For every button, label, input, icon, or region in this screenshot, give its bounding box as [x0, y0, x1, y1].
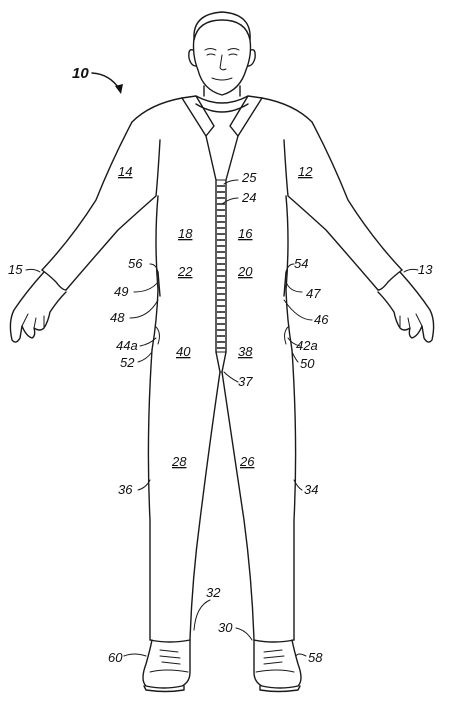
label-54: 54 [294, 256, 308, 271]
label-42a: 42a [296, 338, 318, 353]
label-15: 15 [8, 262, 23, 277]
right-shoe [143, 640, 190, 692]
label-16: 16 [238, 226, 253, 241]
right-hand [10, 272, 66, 342]
label-49: 49 [114, 284, 128, 299]
label-48: 48 [110, 310, 125, 325]
label-40: 40 [176, 344, 191, 359]
head [189, 12, 255, 96]
label-37: 37 [238, 374, 253, 389]
zipper [206, 136, 238, 352]
collar [182, 96, 262, 136]
label-28: 28 [171, 454, 187, 469]
label-18: 18 [178, 226, 193, 241]
figure-ref-label: 10 [72, 65, 89, 82]
label-22: 22 [177, 264, 193, 279]
label-52: 52 [120, 355, 135, 370]
label-26: 26 [239, 454, 255, 469]
label-20: 20 [237, 264, 253, 279]
label-14: 14 [118, 164, 132, 179]
label-24: 24 [241, 190, 256, 205]
figure-ref-arrow [92, 73, 120, 90]
label-47: 47 [306, 286, 321, 301]
label-12: 12 [298, 164, 313, 179]
label-13: 13 [418, 262, 433, 277]
reference-labels: 14 12 15 13 25 24 18 16 22 20 56 54 49 4… [8, 164, 433, 665]
label-44a: 44a [116, 338, 138, 353]
label-30: 30 [218, 620, 233, 635]
left-hand [378, 272, 434, 342]
label-32: 32 [206, 585, 221, 600]
legs [148, 350, 295, 642]
label-46: 46 [314, 312, 329, 327]
label-60: 60 [108, 650, 123, 665]
label-34: 34 [304, 482, 318, 497]
label-36: 36 [118, 482, 133, 497]
label-25: 25 [241, 170, 257, 185]
label-50: 50 [300, 356, 315, 371]
left-shoe [254, 640, 301, 692]
label-38: 38 [238, 344, 253, 359]
label-56: 56 [128, 256, 143, 271]
label-58: 58 [308, 650, 323, 665]
